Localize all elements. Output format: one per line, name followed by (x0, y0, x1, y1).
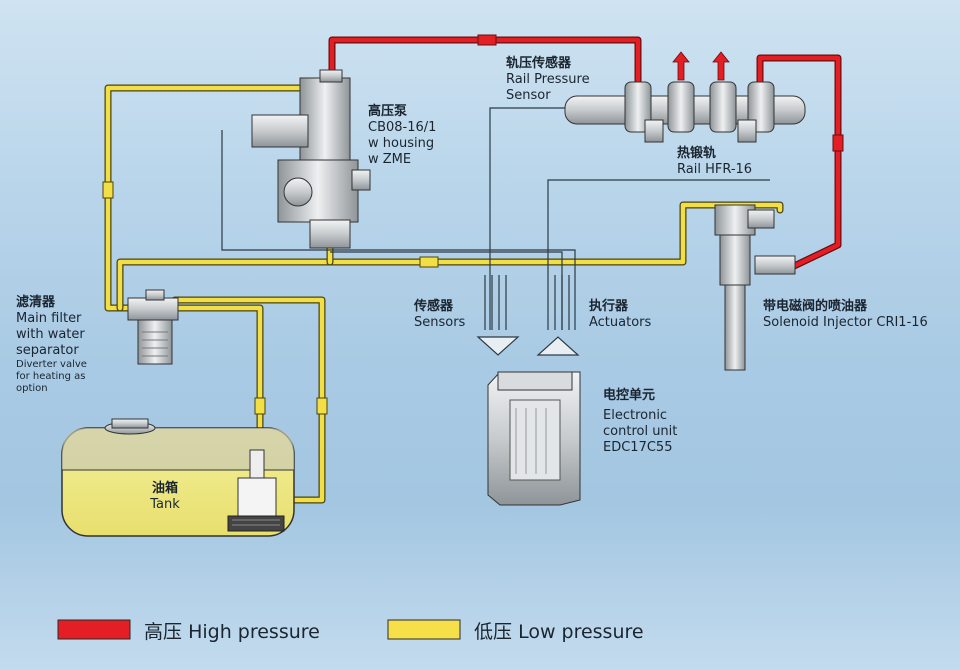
filter-note-1: Diverter valve (16, 359, 87, 370)
pump-label: 高压泵 CB08-16/1 w housing w ZME (368, 104, 436, 168)
pump-label-zh: 高压泵 (368, 104, 408, 119)
rail-sensor-label-en-1: Rail Pressure (506, 72, 590, 87)
sensors-label-en: Sensors (414, 315, 466, 330)
tank-label: 油箱 Tank (140, 481, 190, 513)
actuators-label: 执行器 Actuators (589, 299, 651, 331)
filter-label-en-1: Main filter (16, 311, 82, 326)
pump-label-en-3: w ZME (368, 152, 412, 167)
actuators-label-zh: 执行器 (589, 299, 629, 314)
rail-label-en: Rail HFR-16 (677, 162, 753, 177)
pump-label-en-1: CB08-16/1 (368, 120, 437, 135)
legend-low-zh: 低压 (474, 621, 513, 643)
ecu-label-zh: 电控单元 (603, 388, 656, 403)
filter-note-2: for heating as (16, 371, 86, 382)
rail-sensor-label: 轨压传感器 Rail Pressure Sensor (506, 56, 590, 104)
filter-note-3: option (16, 383, 48, 394)
tank-label-en: Tank (150, 497, 180, 512)
high-pressure-pump (251, 69, 371, 249)
sensors-triangle (476, 336, 520, 356)
ecu-label-en-3: EDC17C55 (603, 440, 673, 455)
sensors-label: 传感器 Sensors (414, 299, 465, 331)
filter-label: 滤清器 Main filter with water separator Div… (16, 295, 87, 395)
legend-low-en: Low pressure (518, 621, 644, 643)
rail-outlet-arrows (672, 51, 730, 81)
ecu-label-en-1: Electronic (603, 408, 668, 423)
injector-label: 带电磁阀的喷油器 Solenoid Injector CRI1-16 (763, 299, 928, 331)
legend-high-swatch (57, 619, 131, 640)
legend-high-en: High pressure (188, 621, 320, 643)
pump-label-en-2: w housing (368, 136, 435, 151)
tank-label-zh: 油箱 (151, 481, 178, 496)
low-pressure-lines (104, 84, 784, 504)
rail-label-zh: 热锻轨 (677, 146, 717, 161)
low-pressure-arrows (102, 181, 439, 415)
legend-low-pressure: 低压 Low pressure (474, 617, 644, 644)
filter-label-en-2: with water (16, 327, 85, 342)
actuators-triangle (536, 336, 580, 356)
injector-label-en: Solenoid Injector CRI1-16 (763, 315, 928, 330)
main-filter (127, 289, 179, 365)
rail-label: 热锻轨 Rail HFR-16 (677, 146, 752, 178)
legend-high-pressure: 高压 High pressure (144, 617, 320, 644)
solenoid-injector (714, 204, 796, 371)
ecu-box (487, 371, 581, 506)
filter-label-en-3: separator (16, 343, 79, 358)
rail-sensor-label-zh: 轨压传感器 (506, 56, 572, 71)
ecu-label: 电控单元 Electronic control unit EDC17C55 (603, 388, 677, 456)
ecu-label-en-2: control unit (603, 424, 678, 439)
rail-sensor-label-en-2: Sensor (506, 88, 551, 103)
injector-label-zh: 带电磁阀的喷油器 (763, 299, 868, 314)
actuators-label-en: Actuators (589, 315, 652, 330)
filter-label-zh: 滤清器 (16, 295, 56, 310)
legend-low-swatch (387, 619, 461, 640)
fuel-tank (61, 418, 295, 537)
high-pressure-arrows (477, 34, 844, 152)
common-rail (564, 81, 806, 143)
signal-wiring (221, 107, 770, 330)
sensors-label-zh: 传感器 (414, 299, 454, 314)
legend-high-zh: 高压 (144, 621, 183, 643)
